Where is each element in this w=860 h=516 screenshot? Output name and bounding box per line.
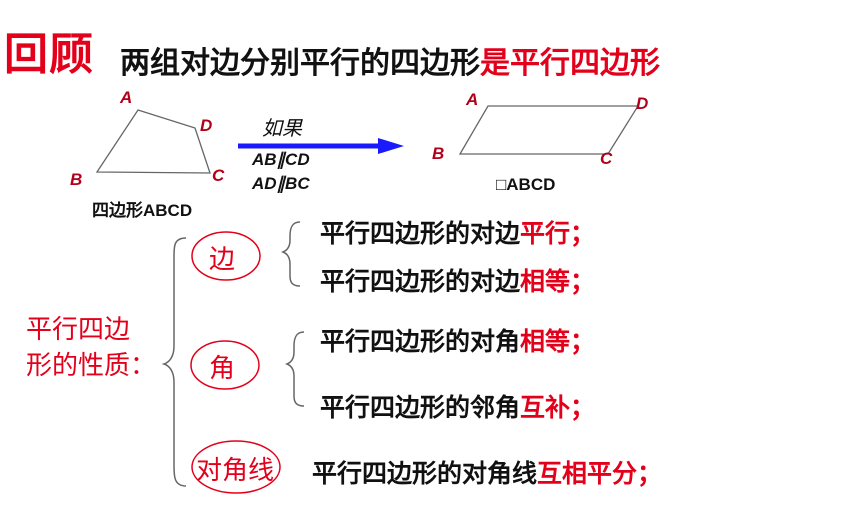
- condition-ad-bc: AD∥BC: [252, 174, 310, 193]
- edge-brace: [280, 221, 301, 287]
- diagonal-category-label: 对角线: [196, 456, 275, 486]
- property-text: 平行四边形的对边: [320, 219, 521, 248]
- main-brace: [161, 237, 187, 487]
- quad-vertex-c: C: [212, 166, 225, 185]
- property-opposite-angles-equal: 平行四边形的对角相等；: [320, 322, 595, 358]
- properties-heading-line2: 形的性质：: [26, 351, 157, 381]
- property-text: 平行四边形的对角: [320, 327, 521, 356]
- edge-circle: [191, 231, 261, 281]
- edge-category-label: 边: [209, 245, 236, 275]
- quad-vertex-a: A: [120, 88, 133, 107]
- property-text: 平行四边形的对边: [320, 267, 521, 296]
- para-vertex-b: B: [432, 144, 445, 163]
- para-vertex-d: D: [636, 94, 649, 113]
- property-keyword: 相等；: [520, 267, 596, 296]
- theorem-statement-condition: 两组对边分别平行的四边形: [120, 46, 480, 81]
- parallelogram-shape: [458, 105, 640, 155]
- quad-vertex-d: D: [200, 116, 213, 135]
- property-adjacent-angles-supplementary: 平行四边形的邻角互补；: [320, 388, 595, 424]
- property-opposite-sides-parallel: 平行四边形的对边平行；: [320, 214, 595, 250]
- property-opposite-sides-equal: 平行四边形的对边相等；: [320, 262, 595, 298]
- diagonal-circle: [191, 440, 281, 494]
- property-text: 平行四边形的邻角: [320, 393, 521, 422]
- theorem-statement: 两组对边分别平行的四边形是平行四边形: [120, 38, 660, 82]
- angle-circle: [190, 340, 260, 390]
- properties-heading: 平行四边 形的性质：: [26, 312, 156, 384]
- angle-category-label: 角: [209, 354, 236, 384]
- properties-heading-line1: 平行四边: [26, 315, 131, 345]
- arrow-head: [378, 138, 404, 154]
- property-keyword: 互补；: [520, 393, 596, 422]
- property-keyword: 互相平分；: [537, 459, 663, 488]
- para-vertex-a: A: [466, 90, 479, 109]
- arrow-condition-label: 如果: [262, 116, 302, 140]
- quad-caption: 四边形ABCD: [92, 201, 193, 220]
- page-title: 回顾: [4, 29, 94, 80]
- theorem-statement-conclusion: 是平行四边形: [480, 46, 660, 81]
- condition-ab-cd: AB∥CD: [252, 150, 310, 169]
- parallelogram-caption: □ABCD: [496, 175, 556, 194]
- property-keyword: 平行；: [520, 219, 596, 248]
- property-text: 平行四边形的对角线: [312, 459, 538, 488]
- para-vertex-c: C: [600, 149, 613, 168]
- quadrilateral-shape: [95, 109, 211, 174]
- quad-vertex-b: B: [70, 170, 83, 189]
- property-diagonals-bisect: 平行四边形的对角线互相平分；: [312, 454, 662, 490]
- property-keyword: 相等；: [520, 327, 596, 356]
- angle-brace: [284, 331, 305, 407]
